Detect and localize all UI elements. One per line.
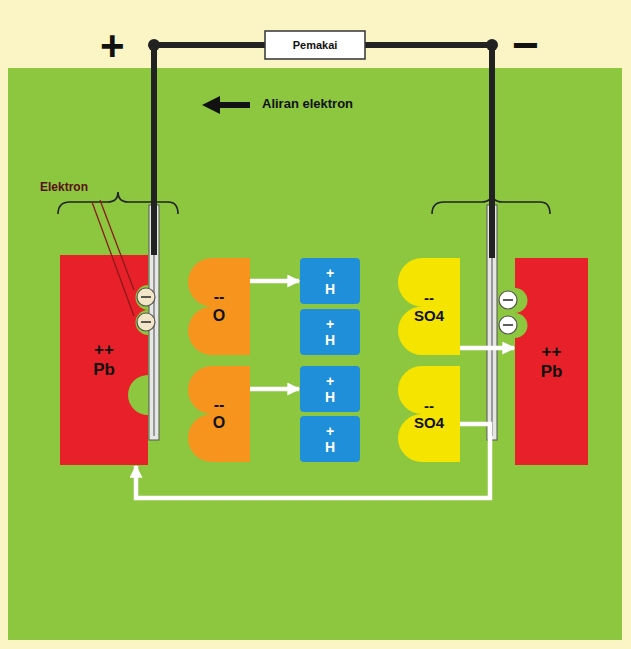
electron-flow-arrow (218, 102, 250, 108)
node-text: -- O (213, 288, 225, 325)
load-box: Pemakai (265, 31, 365, 59)
node-outline-path (300, 416, 360, 462)
node-outline-path (265, 31, 365, 59)
ion-flow-arrow (250, 387, 299, 392)
node-outline-path (60, 255, 148, 465)
negative-terminal-sign: − (512, 18, 539, 72)
ion-flow-arrow (250, 279, 299, 284)
electron-flow-arrowhead (202, 96, 220, 114)
lead-plate: ++ Pb (515, 258, 588, 465)
ion-block: -- SO4 (398, 258, 460, 355)
ion-block: -- SO4 (398, 366, 460, 462)
circuit-wire (154, 45, 265, 255)
node-outline-path (398, 258, 460, 355)
bracket (58, 192, 178, 214)
node-text: -- SO4 (414, 397, 444, 432)
node-outline-path (300, 309, 360, 355)
electron-symbol (499, 316, 517, 334)
node-outline-path (300, 366, 360, 412)
ion-flow-arrow (460, 346, 514, 351)
node-outline-path (188, 366, 250, 462)
ion-block: + H (300, 366, 360, 412)
node-text: + H (325, 265, 335, 297)
leader-line (100, 200, 134, 290)
node-text: ++ Pb (541, 342, 563, 381)
node-text: + H (325, 373, 335, 405)
node-text: -- O (213, 396, 225, 433)
electron-symbol (499, 291, 517, 309)
positive-terminal-sign: + (100, 22, 125, 70)
node-text: + H (325, 423, 335, 455)
circuit-wire (365, 45, 492, 258)
node-text: Pemakai (293, 39, 338, 52)
node-text: ++ Pb (93, 340, 115, 379)
part-label: Elektron (40, 180, 88, 194)
electron-symbols (137, 288, 517, 334)
node-text: -- SO4 (414, 289, 444, 324)
ion-block: + H (300, 258, 360, 304)
ion-block: -- O (188, 366, 250, 462)
node-text: + H (325, 316, 335, 348)
node-outline-path (398, 366, 460, 462)
lead-plate: ++ Pb (60, 255, 148, 465)
ion-block: -- O (188, 258, 250, 355)
electron-symbol (137, 313, 155, 331)
electron-sign (141, 321, 151, 323)
ion-block: + H (300, 416, 360, 462)
node-outline-path (188, 258, 250, 355)
ion-block: + H (300, 309, 360, 355)
leader-line (92, 202, 134, 316)
electron-symbol (137, 288, 155, 306)
electron-sign (503, 324, 513, 326)
node-outline-path (300, 258, 360, 304)
node-outline-path (515, 258, 588, 465)
electron-sign (503, 299, 513, 301)
electron-sign (141, 296, 151, 298)
electrolyte-panel (8, 68, 622, 640)
flow-label: Aliran elektron (262, 96, 353, 111)
